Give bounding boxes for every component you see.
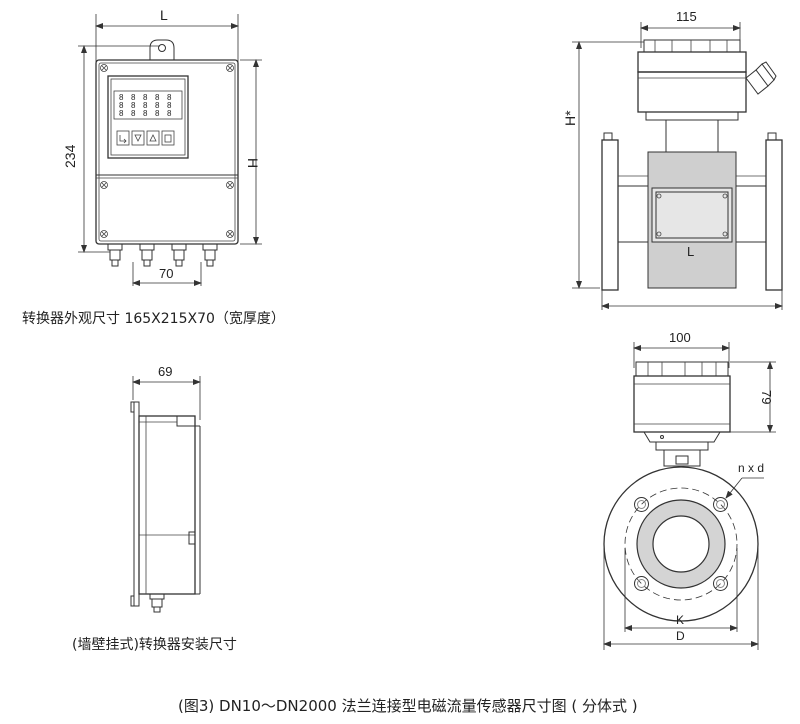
display-digit: 8 — [167, 101, 172, 110]
display-digit: 8 — [131, 101, 136, 110]
sensor-head-width-label: 115 — [676, 9, 697, 24]
end-head-width-label: 100 — [669, 330, 691, 345]
figure-caption: (图3) DN10～DN2000 法兰连接型电磁流量传感器尺寸图 ( 分体式 ) — [178, 697, 638, 715]
converter-height-label: H — [245, 158, 261, 168]
sensor-length-label: L — [687, 244, 694, 259]
converter-bottom-label: 70 — [159, 266, 173, 281]
wall-mount-side-view: 69 — [130, 364, 201, 613]
display-digit: 8 — [131, 93, 136, 102]
sensor-end-view: 100 79 — [603, 330, 776, 650]
bolt-circle-label: K — [676, 613, 684, 627]
bolt-holes-label: n x d — [738, 461, 764, 475]
sensor-height-label: H* — [562, 110, 578, 126]
converter-total-height-label: 234 — [62, 144, 78, 168]
wall-mount-caption: (墙壁挂式)转换器安装尺寸 — [72, 637, 237, 653]
sensor-side-view: 115 — [562, 9, 783, 310]
flange-diameter-label: D — [676, 629, 685, 643]
wall-depth-label: 69 — [158, 364, 172, 379]
end-head-height-label: 79 — [759, 390, 774, 404]
display-digit: 8 — [119, 101, 124, 110]
display-digit: 8 — [143, 101, 148, 110]
display-digit: 8 — [131, 109, 136, 118]
display-digit: 8 — [167, 109, 172, 118]
display-digit: 8 — [143, 93, 148, 102]
converter-size-caption: 转换器外观尺寸 165X215X70（宽厚度） — [22, 311, 285, 327]
display-digit: 8 — [143, 109, 148, 118]
display-digit: 8 — [155, 109, 160, 118]
keypad — [116, 130, 175, 146]
display-digit: 8 — [167, 93, 172, 102]
display-digit: 8 — [119, 93, 124, 102]
display-digit: 8 — [119, 109, 124, 118]
display-digit: 8 — [155, 93, 160, 102]
display-digit: 8 — [155, 101, 160, 110]
converter-width-label: L — [160, 7, 168, 23]
